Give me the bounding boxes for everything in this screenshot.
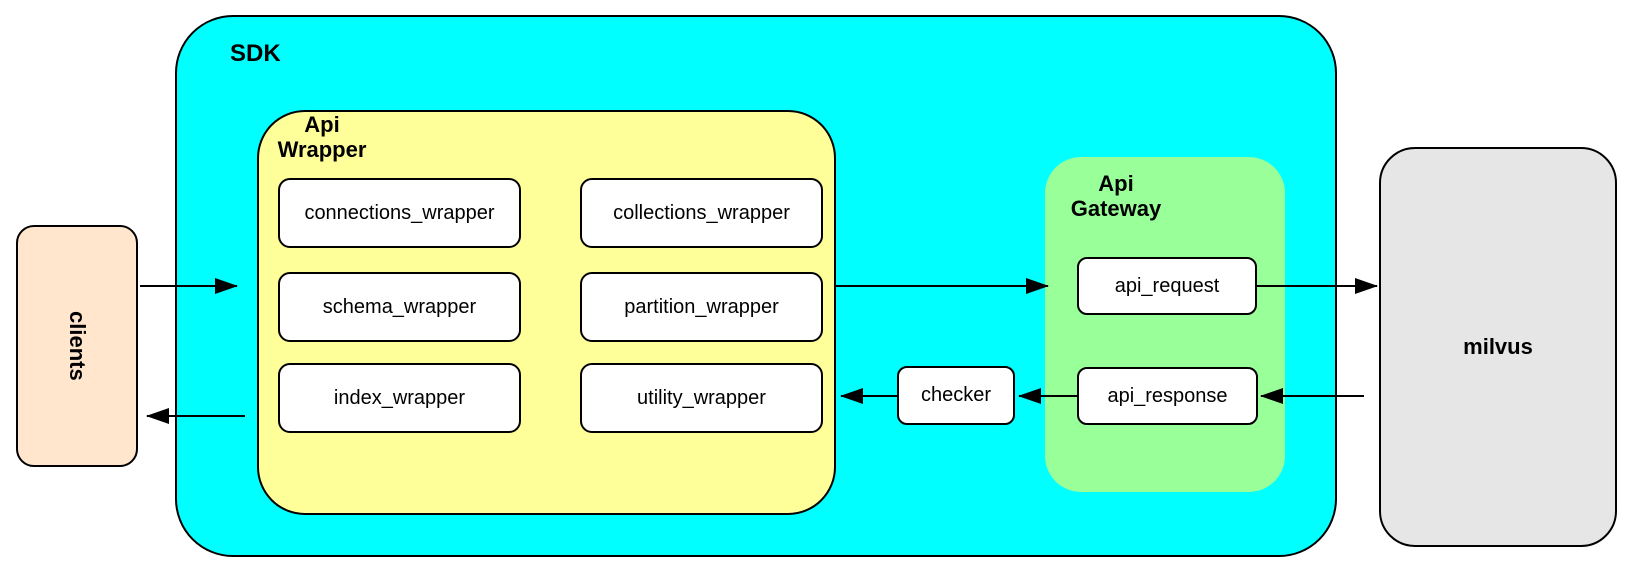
api-response-node: api_response (1077, 367, 1258, 425)
api-gateway-container (1045, 157, 1285, 492)
wrapper-module-label: index_wrapper (333, 386, 466, 409)
wrapper-module-connections: connections_wrapper (278, 178, 521, 248)
milvus-node: milvus (1379, 147, 1617, 547)
wrapper-module-partition: partition_wrapper (580, 272, 823, 342)
api-request-label: api_request (1114, 274, 1220, 297)
api-response-label: api_response (1107, 384, 1228, 407)
wrapper-module-collections: collections_wrapper (580, 178, 823, 248)
wrapper-module-label: utility_wrapper (637, 386, 766, 409)
api-request-node: api_request (1077, 257, 1257, 315)
wrapper-module-index: index_wrapper (278, 363, 521, 433)
api-wrapper-label: Api Wrapper (277, 112, 367, 162)
clients-node: clients (16, 225, 138, 467)
wrapper-module-utility: utility_wrapper (580, 363, 823, 433)
wrapper-module-label: connections_wrapper (304, 201, 495, 224)
wrapper-module-label: schema_wrapper (322, 295, 477, 318)
sdk-label: SDK (230, 40, 281, 67)
milvus-label: milvus (1463, 334, 1533, 359)
api-gateway-label: Api Gateway (1070, 171, 1162, 221)
checker-node: checker (897, 366, 1015, 425)
wrapper-module-label: collections_wrapper (613, 201, 790, 224)
wrapper-module-schema: schema_wrapper (278, 272, 521, 342)
clients-label: clients (65, 311, 90, 381)
checker-label: checker (920, 384, 992, 406)
wrapper-module-label: partition_wrapper (624, 295, 779, 318)
